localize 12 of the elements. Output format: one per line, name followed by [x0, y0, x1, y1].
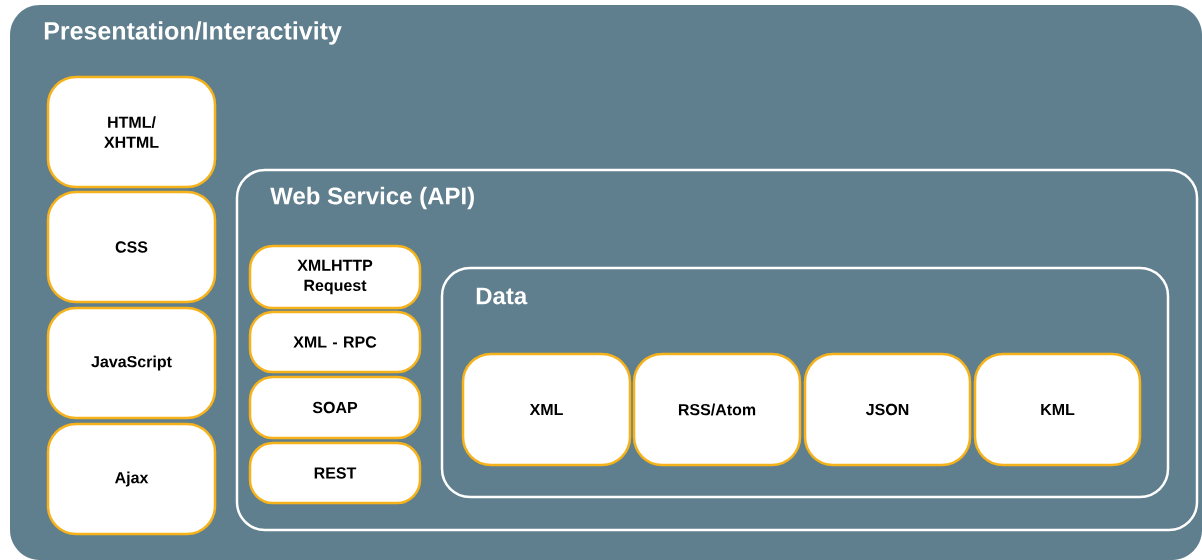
technology-box: JSON [803, 352, 972, 467]
technology-box: Ajax [46, 422, 217, 536]
technology-box: XML [461, 352, 632, 467]
technology-box: JavaScript [46, 306, 217, 420]
technology-box: RSS/Atom [632, 352, 802, 467]
technology-box: HTML/ XHTML [46, 75, 217, 189]
technology-box: SOAP [248, 375, 422, 440]
technology-box: REST [248, 441, 422, 505]
technology-box: XMLHTTP Request [248, 244, 422, 310]
technology-box: CSS [46, 190, 217, 304]
technology-box: KML [973, 352, 1142, 467]
technology-box: XML - RPC [248, 310, 422, 374]
